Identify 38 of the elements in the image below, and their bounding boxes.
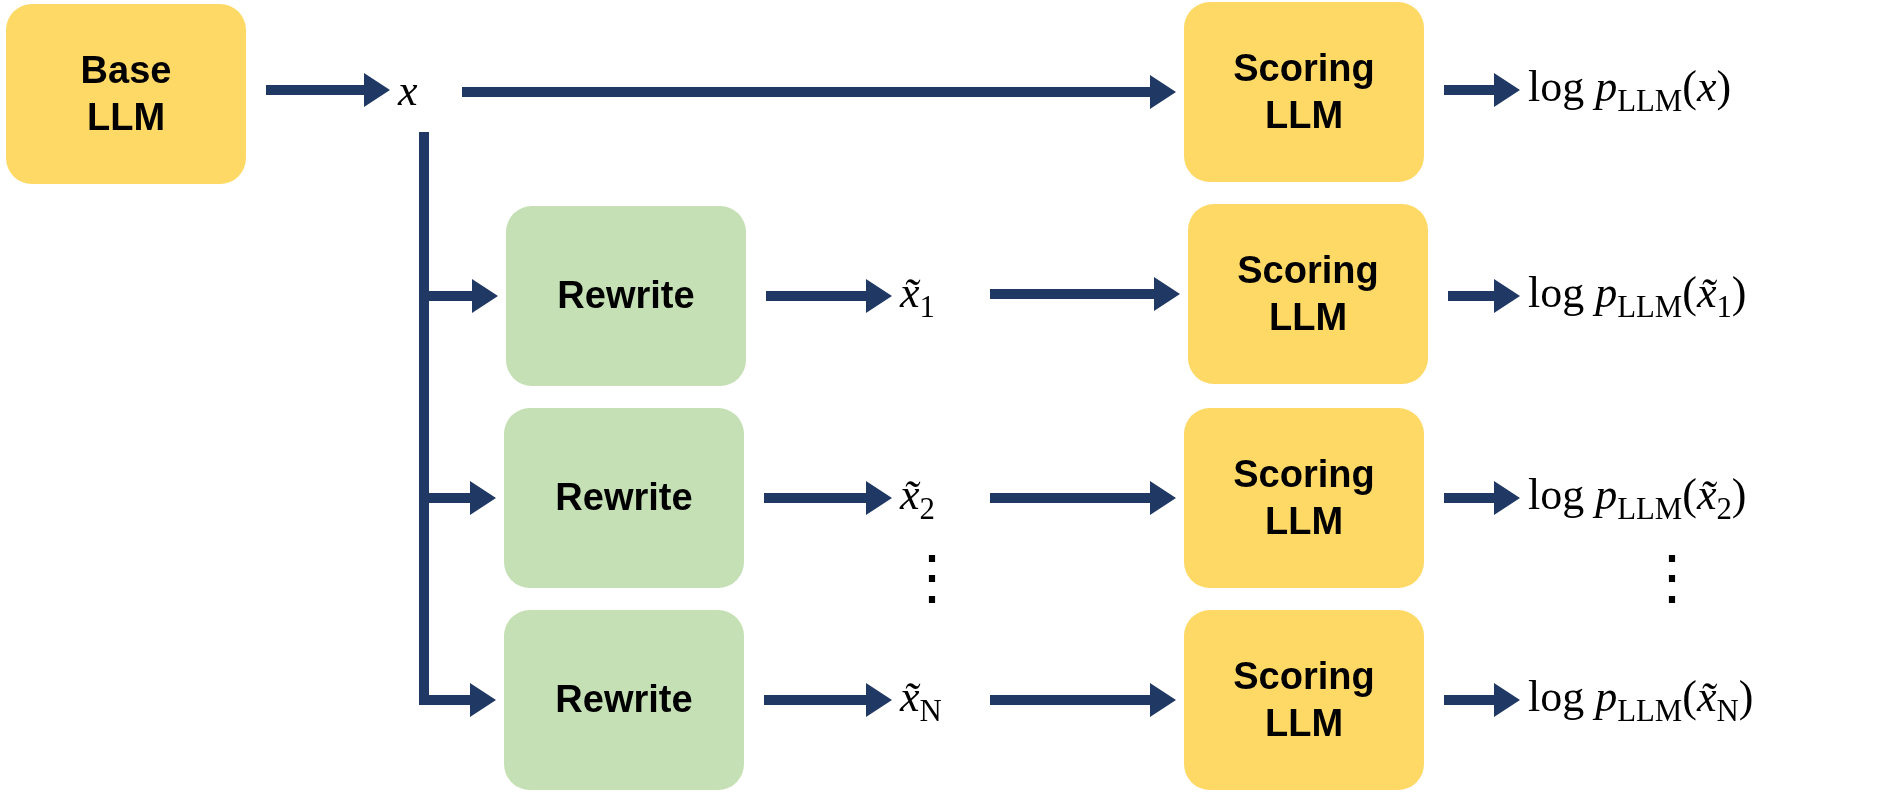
arrow <box>1444 481 1520 515</box>
model-box <box>1184 408 1424 588</box>
rewrite-box <box>504 610 744 790</box>
math-expression: log p$_{LLM}$(x̃$_{2}$) <box>1528 469 1747 527</box>
model-box <box>1184 610 1424 790</box>
arrow <box>766 279 892 313</box>
ellipsis-dots: ⋮ <box>1642 548 1702 608</box>
model-name: Scoring LLM <box>1232 451 1376 544</box>
step-name: Rewrite <box>554 677 694 723</box>
arrow <box>990 683 1176 717</box>
rewrite-box <box>504 408 744 588</box>
model-box <box>1188 204 1428 384</box>
math-expression: log p$_{LLM}$(x̃$_{N}$) <box>1528 671 1754 729</box>
math-expression: x̃$_{2}$ <box>900 469 935 527</box>
arrow <box>1448 279 1520 313</box>
arrow <box>764 683 892 717</box>
arrow <box>1444 73 1520 107</box>
arrow <box>764 481 892 515</box>
arrow <box>990 277 1180 311</box>
model-box <box>6 4 246 184</box>
step-name: Rewrite <box>554 475 694 521</box>
step-name: Rewrite <box>556 273 696 319</box>
ellipsis-dots: ⋮ <box>902 548 962 608</box>
rewrite-box <box>506 206 746 386</box>
math-expression: log p$_{LLM}$(x) <box>1528 61 1732 119</box>
arrow <box>990 481 1176 515</box>
math-expression: x̃$_{N}$ <box>900 671 942 729</box>
math-expression: x̃$_{1}$ <box>900 267 935 325</box>
arrow <box>462 75 1176 109</box>
model-name: Scoring LLM <box>1236 247 1380 340</box>
model-name: Scoring LLM <box>1232 653 1376 746</box>
math-expression: log p$_{LLM}$(x̃$_{1}$) <box>1528 267 1747 325</box>
arrow <box>266 73 390 107</box>
math-expression: x <box>398 64 418 116</box>
model-box <box>1184 2 1424 182</box>
model-name: Scoring LLM <box>1232 45 1376 138</box>
model-name: Base LLM <box>79 47 173 140</box>
arrow <box>1444 683 1520 717</box>
